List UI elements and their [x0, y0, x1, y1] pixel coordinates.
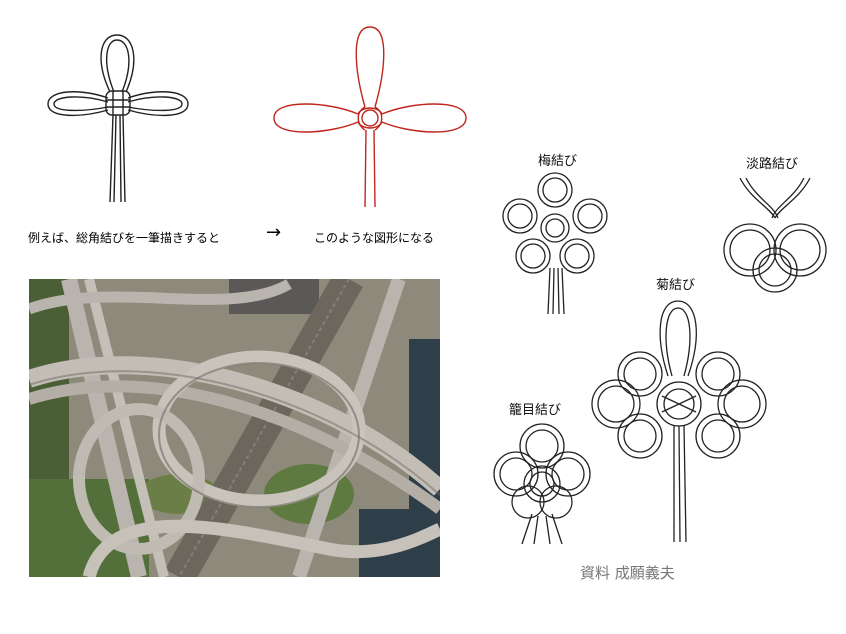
agemaki-caption: 例えば、総角結びを一筆描きすると: [28, 231, 221, 245]
ume-musubi-drawing: [502, 172, 608, 315]
source-credit: 資料 成願義夫: [580, 564, 675, 582]
ume-musubi-label: 梅結び: [538, 154, 578, 169]
agemaki-knot-drawing: [47, 34, 189, 203]
kagome-musubi-drawing: [493, 423, 591, 545]
kiku-musubi-label: 菊結び: [656, 278, 696, 293]
kiku-musubi-drawing: [591, 300, 767, 543]
highway-interchange-photo: [29, 279, 440, 577]
kagome-musubi-label: 籠目結び: [509, 403, 562, 418]
one-stroke-caption: このような図形になる: [314, 231, 435, 245]
awaji-musubi-drawing: [723, 177, 827, 293]
one-stroke-figure: [273, 26, 467, 208]
awaji-musubi-label: 淡路結び: [746, 157, 799, 172]
arrow-icon: →: [266, 222, 282, 243]
